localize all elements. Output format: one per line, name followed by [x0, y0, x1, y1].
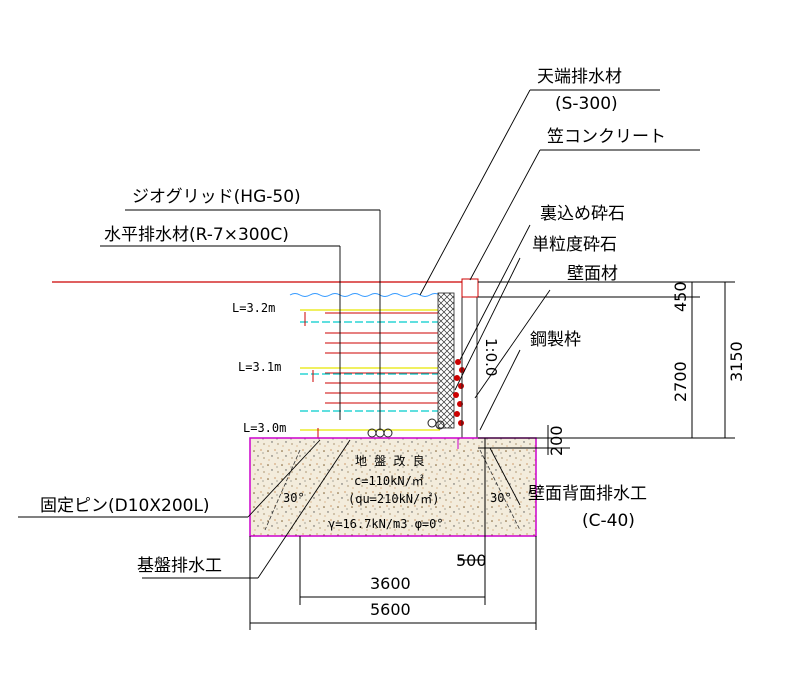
dim-base: 200 — [547, 425, 566, 456]
coping-concrete — [461, 278, 479, 298]
improvement-qu: (qu=210kN/㎡) — [348, 492, 439, 506]
label-wall-back-drain-spec: (C-40) — [582, 511, 635, 531]
label-coping: 笠コンクリート — [547, 127, 666, 147]
base-drain-stones — [367, 418, 445, 438]
leader-lines — [18, 89, 700, 579]
angle-right-label: 30° — [490, 491, 512, 505]
dim-top: 450 — [671, 281, 690, 312]
dim-offset: 500 — [456, 551, 487, 570]
label-geogrid: ジオグリッド(HG-50) — [132, 187, 301, 207]
label-base-drain: 基盤排水工 — [137, 556, 222, 576]
dimension-lines-right — [478, 281, 735, 455]
length-ticks — [304, 312, 319, 438]
dim-wall: 2700 — [671, 361, 690, 402]
angle-line-left — [264, 449, 301, 531]
length-middle: L=3.1m — [238, 360, 281, 374]
label-crest-drain-spec: (S-300) — [555, 94, 618, 114]
angle-line-right — [479, 449, 521, 531]
improvement-gamma-phi: γ=16.7kN/m3 φ=0° — [328, 517, 444, 531]
backfill-stones — [453, 359, 465, 426]
label-single-grain-stone: 単粒度砕石 — [532, 235, 617, 255]
dim-outer-width: 5600 — [370, 600, 411, 619]
improvement-cohesion: c=110kN/㎡ — [354, 474, 424, 488]
geogrid-layers — [325, 312, 440, 404]
length-upper: L=3.2m — [232, 301, 275, 315]
label-wall-material: 壁面材 — [567, 264, 618, 284]
label-backfill-stone: 裏込め砕石 — [540, 203, 625, 224]
label-wall-back-drain: 壁面背面排水工 — [528, 484, 647, 504]
label-crest-drain: 天端排水材 — [537, 67, 622, 87]
improvement-title: 地 盤 改 良 — [355, 453, 425, 468]
label-horizontal-drain: 水平排水材(R-7×300C) — [104, 225, 289, 245]
angle-left-label: 30° — [283, 491, 305, 505]
label-steel-frame: 鋼製枠 — [530, 330, 581, 350]
length-lower: L=3.0m — [243, 421, 286, 435]
dim-inner-width: 3600 — [370, 574, 411, 593]
dimension-lines-bottom — [249, 438, 537, 630]
horizontal-drain-layers — [300, 309, 440, 431]
label-slope: 1:0.0 — [482, 338, 500, 376]
dim-total: 3150 — [727, 341, 746, 382]
steel-frame-mesh — [437, 292, 455, 429]
label-fixing-pin: 固定ピン(D10X200L) — [40, 496, 210, 516]
ground-improvement-block — [249, 437, 537, 537]
crest-drain-wave — [289, 293, 441, 297]
